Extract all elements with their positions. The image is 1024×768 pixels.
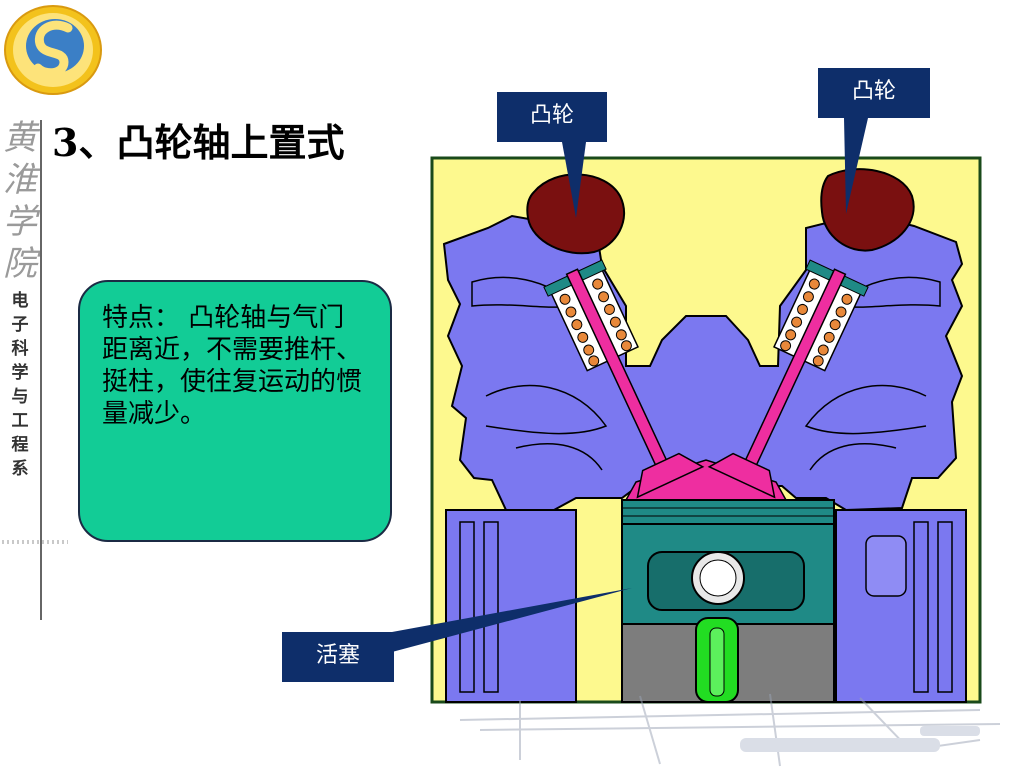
dept-char-3: 科 (11, 339, 29, 359)
callout-cam-left: 凸轮 (497, 92, 607, 142)
brand-char-3: 学 (3, 202, 37, 242)
feature-text: 特点： 凸轮轴与气门距离近，不需要推杆、挺柱，使往复运动的惯量减少。 (102, 303, 363, 429)
engine-diagram (430, 118, 982, 704)
callout-piston: 活塞 (282, 632, 394, 682)
watermark-sketch (459, 693, 1001, 767)
sidebar-divider (40, 120, 42, 620)
brand-char-2: 淮 (3, 160, 37, 200)
feature-box: 特点： 凸轮轴与气门距离近，不需要推杆、挺柱，使往复运动的惯量减少。 (78, 280, 392, 542)
slide-title: 3、凸轮轴上置式 (52, 120, 345, 165)
dept-char-4: 学 (11, 363, 29, 383)
dept-char-7: 程 (11, 435, 29, 455)
dept-char-1: 电 (11, 291, 29, 311)
college-logo (4, 5, 102, 95)
callout-cam-right: 凸轮 (818, 68, 930, 118)
dept-char-2: 子 (11, 315, 29, 335)
dept-char-6: 工 (11, 411, 29, 431)
piston-pointer (392, 588, 632, 652)
sidebar-dotted-line (2, 540, 68, 544)
brand-char-4: 院 (3, 244, 37, 284)
sidebar-brand: 黄 淮 学 院 电 子 科 学 与 工 程 系 (2, 118, 38, 498)
brand-char-1: 黄 (3, 118, 37, 158)
dept-char-8: 系 (11, 459, 29, 479)
dept-char-5: 与 (11, 387, 29, 407)
